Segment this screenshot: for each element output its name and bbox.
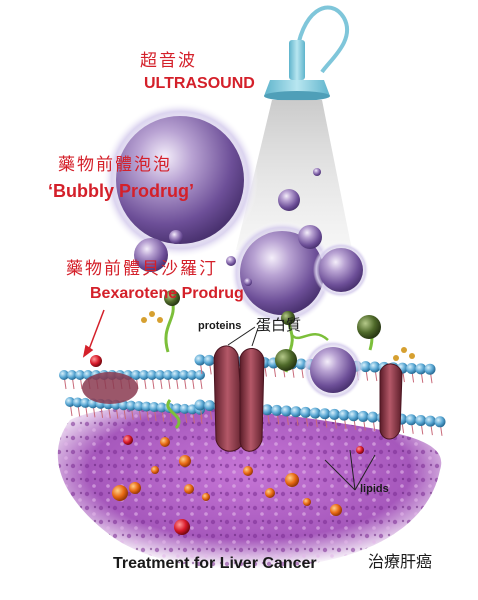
annotation-lines <box>82 309 105 358</box>
drug-sphere <box>174 519 190 535</box>
lipid-head <box>156 402 167 413</box>
lipid-head <box>126 400 137 411</box>
lipid-head <box>204 400 216 412</box>
lipid-head <box>133 401 144 412</box>
drug-sphere <box>112 485 128 501</box>
ultrasound-label-zh: 超音波 <box>140 51 197 71</box>
proteins-label-zh: 蛋白質 <box>256 316 302 334</box>
lipid-head <box>348 410 360 422</box>
lipid-head <box>434 416 446 428</box>
lipid-head <box>194 354 206 366</box>
drug-sphere <box>285 473 299 487</box>
lipid-head <box>280 405 292 417</box>
ultrasound-transducer-icon <box>264 5 349 101</box>
drug-sphere <box>303 498 311 506</box>
lipid-head <box>80 397 91 408</box>
bexarotene-prodrug-label-zh: 藥物前體貝沙羅汀 <box>66 259 218 279</box>
lipid-head <box>195 370 205 380</box>
bexarotene-prodrug-molecules <box>141 290 415 430</box>
lipid-head <box>59 370 69 380</box>
drug-sphere <box>90 355 102 367</box>
lipid-head <box>187 370 197 380</box>
lipid-head <box>171 370 181 380</box>
lipid-head <box>357 410 369 422</box>
lipid-head <box>155 370 165 380</box>
lipid-head <box>309 407 321 419</box>
lipid-head <box>163 370 173 380</box>
drug-sphere <box>151 466 159 474</box>
lipid-head <box>179 370 189 380</box>
lipid-head <box>131 370 141 380</box>
drug-sphere <box>356 446 364 454</box>
lipid-head <box>172 403 183 414</box>
bubble-icon <box>102 102 369 400</box>
lipid-head <box>338 409 350 421</box>
lipid-head <box>203 354 215 366</box>
proteins-label-en: proteins <box>198 320 242 332</box>
lipid-head <box>149 402 160 413</box>
liver-tissue <box>57 406 442 569</box>
protein-pointer-lines <box>227 326 259 347</box>
lipid-head <box>424 415 436 427</box>
drug-sphere <box>265 488 275 498</box>
drug-sphere <box>243 466 253 476</box>
lipid-head <box>139 370 149 380</box>
lipid-head <box>261 404 273 416</box>
caption-zh: 治療肝癌 <box>368 552 433 571</box>
lipid-head <box>319 408 331 420</box>
lipid-pointer-lines <box>324 449 376 491</box>
drug-molecule-icon <box>90 355 364 535</box>
drug-sphere <box>129 482 141 494</box>
lipid-head <box>271 404 283 416</box>
lipid-head <box>424 363 436 375</box>
lipid-head <box>194 399 206 411</box>
drug-sphere <box>330 504 342 516</box>
lipid-head <box>290 406 302 418</box>
caption-en: Treatment for Liver Cancer <box>113 555 317 572</box>
drug-sphere <box>202 493 210 501</box>
drug-sphere <box>123 435 133 445</box>
lipid-head <box>72 397 83 408</box>
lipid-head <box>415 414 427 426</box>
lipid-head <box>405 414 417 426</box>
lipid-head <box>65 397 75 407</box>
drug-sphere <box>160 437 170 447</box>
ultrasound-beam <box>236 100 352 250</box>
lipid-head <box>75 370 85 380</box>
lipid-head <box>415 363 427 375</box>
lipid-head <box>328 408 340 420</box>
lipid-head <box>300 406 312 418</box>
membrane-protein-icon <box>82 345 403 452</box>
lipid-head <box>147 370 157 380</box>
lipid-head <box>367 411 379 423</box>
lipid-head <box>141 401 152 412</box>
lipids-label: lipids <box>360 483 389 495</box>
bubbly-prodrug-label-zh: 藥物前體泡泡 <box>58 155 172 175</box>
lipid-head <box>406 362 418 374</box>
ultrasound-label-en: ULTRASOUND <box>144 75 255 92</box>
lipid-head <box>118 400 129 411</box>
lipid-head <box>369 361 381 373</box>
lipid-head <box>179 403 190 414</box>
drug-sphere <box>179 455 191 467</box>
lipid-head <box>67 370 77 380</box>
drug-sphere <box>184 484 194 494</box>
bexarotene-prodrug-label-en: Bexarotene Prodrug <box>90 285 244 302</box>
bubbly-prodrug-label-en: ‘Bubbly Prodrug’ <box>48 181 194 201</box>
